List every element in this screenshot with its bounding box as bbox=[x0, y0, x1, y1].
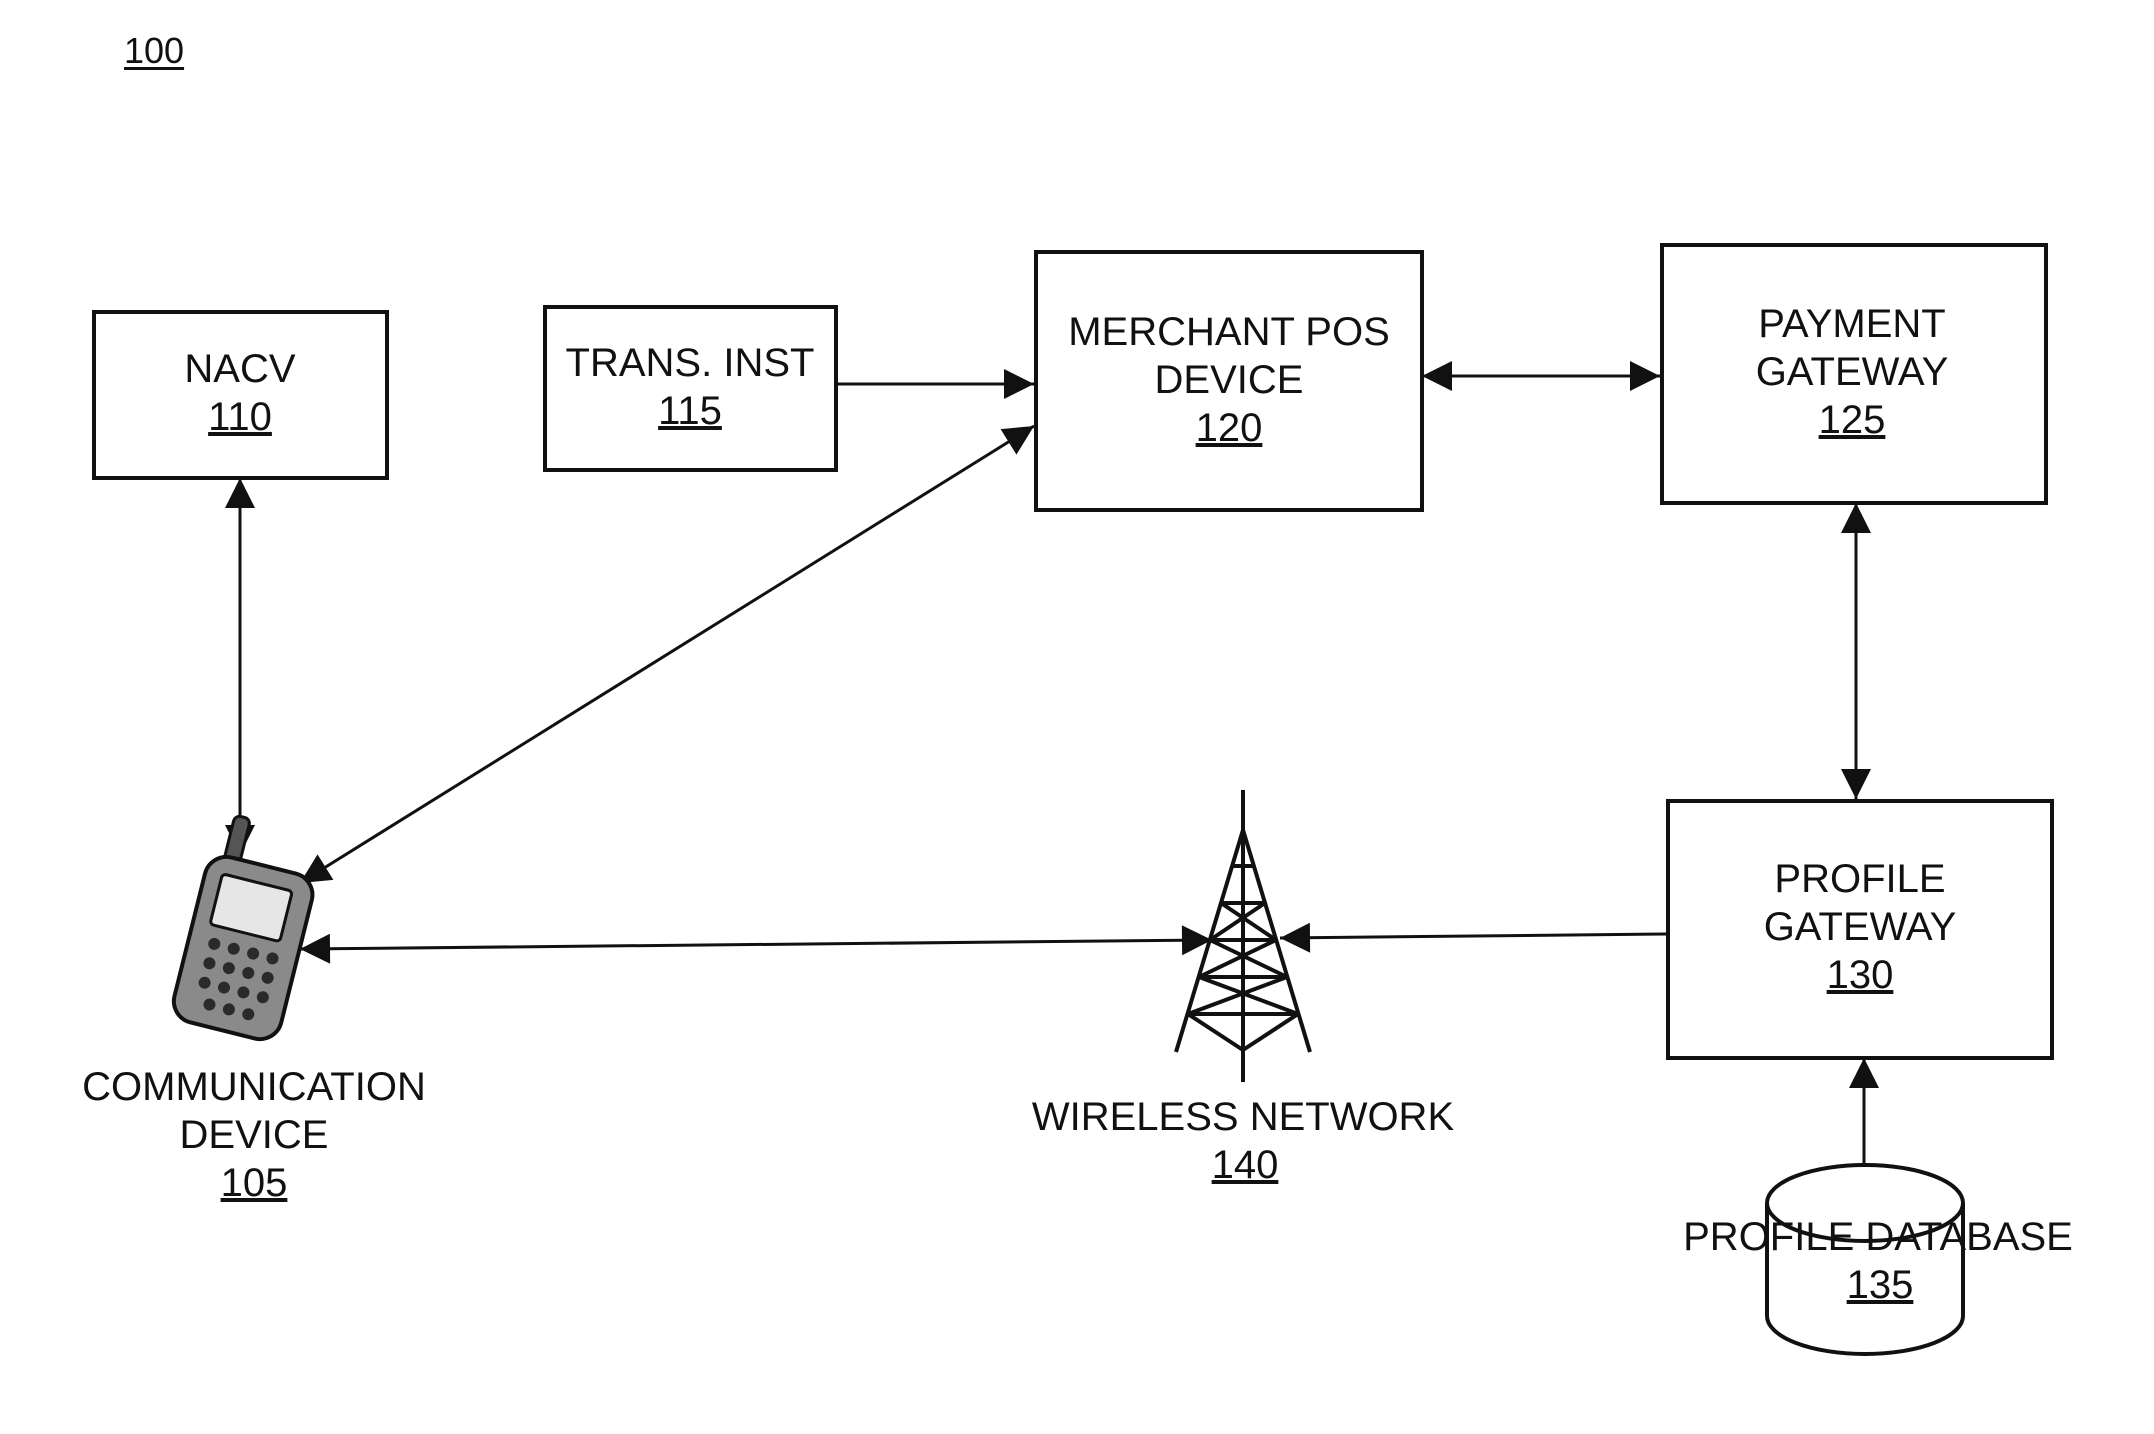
node-merchant-pos-device: MERCHANT POS DEVICE 120 bbox=[1036, 252, 1422, 510]
nacv-ref: 110 bbox=[208, 395, 272, 439]
profile-gateway-ref: 130 bbox=[1827, 953, 1894, 997]
node-trans-inst: TRANS. INST 115 bbox=[545, 307, 836, 470]
database-cylinder-icon bbox=[1767, 1165, 1963, 1354]
connector-wireless-network-communication-device bbox=[300, 940, 1212, 949]
node-nacv: NACV 110 bbox=[94, 312, 387, 478]
trans-inst-ref: 115 bbox=[658, 389, 722, 433]
payment-gateway-label-line1: PAYMENT bbox=[1758, 302, 1945, 346]
profile-database-label: PROFILE DATABASE bbox=[1683, 1215, 2073, 1259]
merchant-pos-label-line2: DEVICE bbox=[1155, 358, 1304, 402]
connector-profile-gateway-wireless-network bbox=[1280, 934, 1668, 938]
communication-device-ref: 105 bbox=[221, 1161, 288, 1205]
profile-gateway-label-line2: GATEWAY bbox=[1764, 905, 1957, 949]
wireless-network-ref: 140 bbox=[1212, 1143, 1279, 1187]
payment-gateway-label-line2: GATEWAY bbox=[1756, 350, 1949, 394]
node-communication-device: COMMUNICATION DEVICE 105 bbox=[82, 811, 426, 1205]
merchant-pos-ref: 120 bbox=[1196, 406, 1263, 450]
mobile-phone-icon bbox=[169, 811, 327, 1043]
nacv-label: NACV bbox=[184, 347, 295, 391]
connector-merchant-pos-communication-device bbox=[300, 426, 1034, 883]
profile-database-ref: 135 bbox=[1847, 1263, 1914, 1307]
radio-tower-icon bbox=[1176, 790, 1310, 1082]
profile-gateway-label-line1: PROFILE bbox=[1774, 857, 1945, 901]
node-profile-gateway: PROFILE GATEWAY 130 bbox=[1668, 801, 2052, 1058]
node-profile-database: PROFILE DATABASE 135 bbox=[1683, 1165, 2073, 1354]
merchant-pos-label-line1: MERCHANT POS bbox=[1068, 310, 1390, 354]
node-payment-gateway: PAYMENT GATEWAY 125 bbox=[1662, 245, 2046, 503]
communication-device-label-line2: DEVICE bbox=[180, 1113, 329, 1157]
wireless-network-label: WIRELESS NETWORK bbox=[1032, 1095, 1455, 1139]
trans-inst-label: TRANS. INST bbox=[566, 341, 815, 385]
payment-gateway-ref: 125 bbox=[1819, 398, 1886, 442]
node-wireless-network: WIRELESS NETWORK 140 bbox=[1032, 790, 1455, 1187]
communication-device-label-line1: COMMUNICATION bbox=[82, 1065, 426, 1109]
